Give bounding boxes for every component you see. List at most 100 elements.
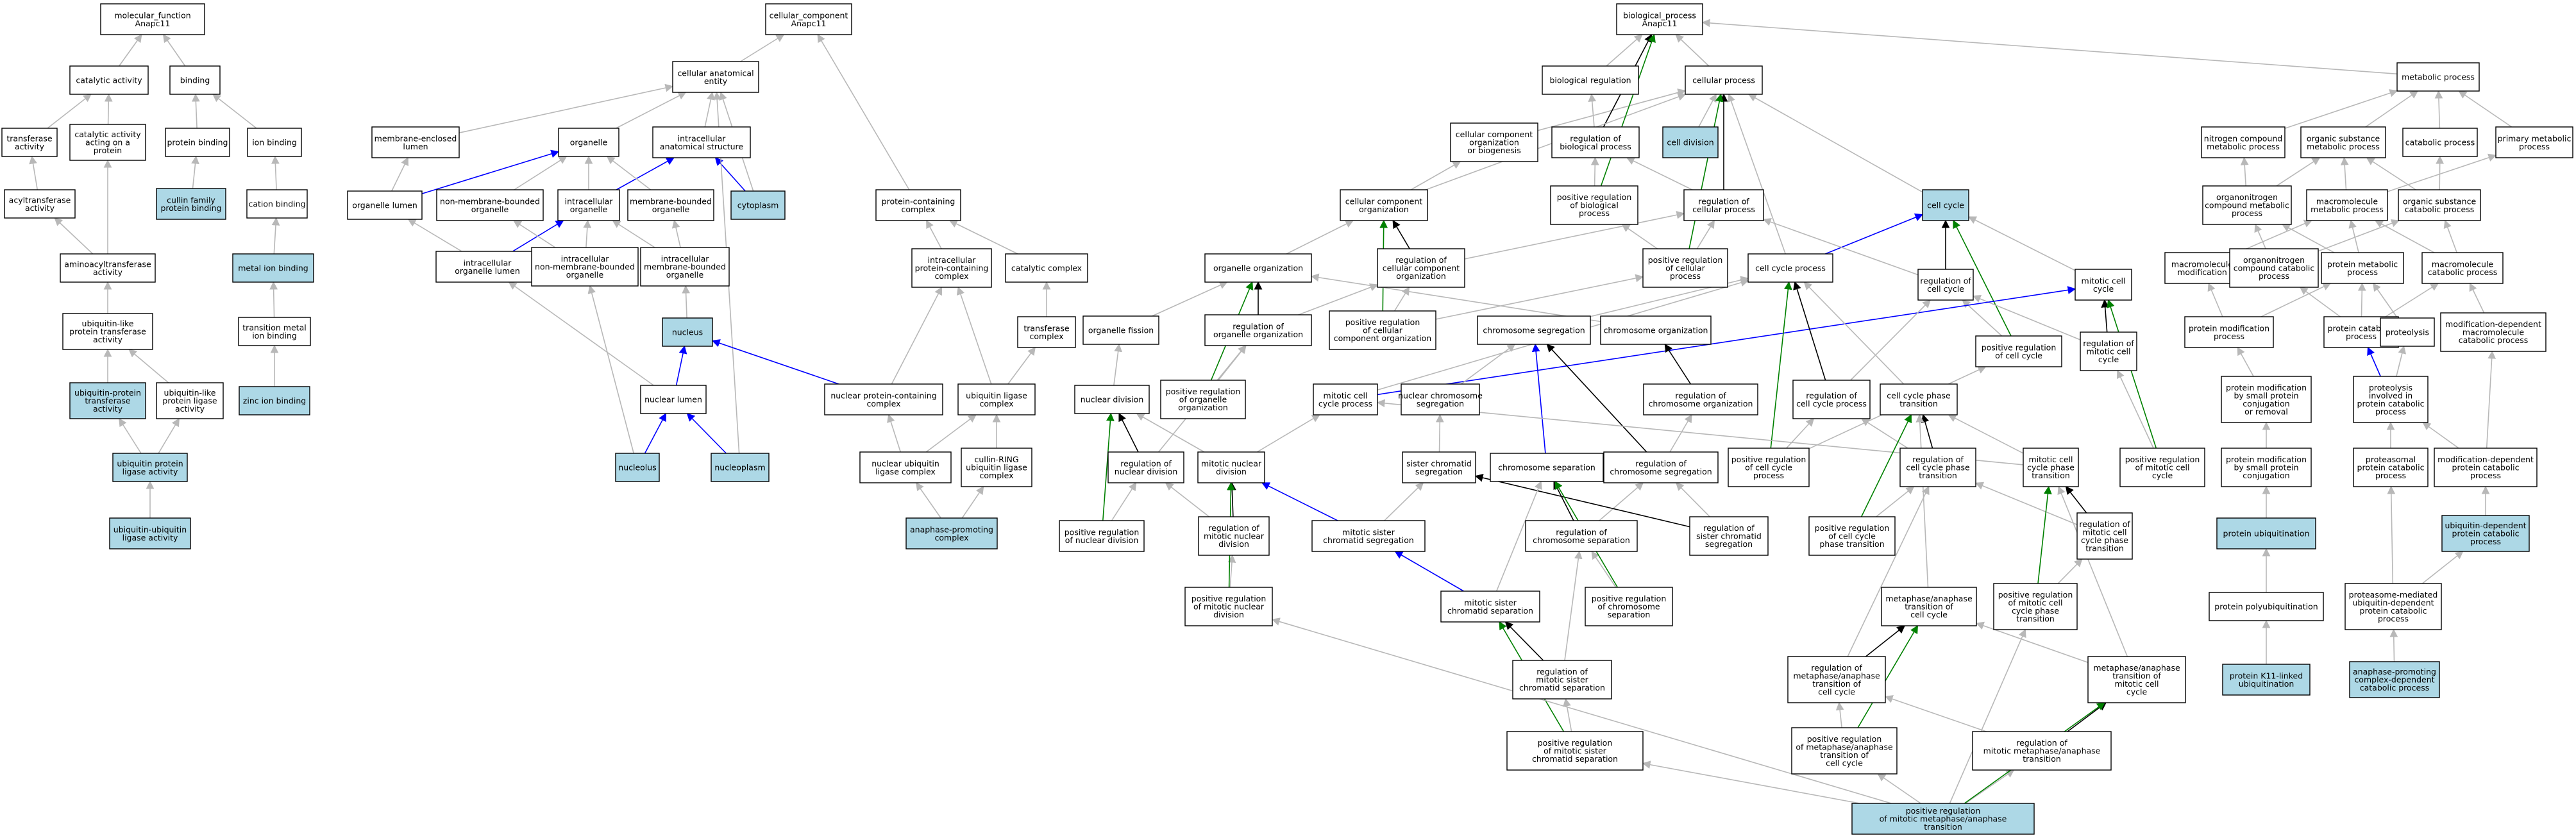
go-term-protein-binding[interactable]: protein binding [165,128,230,157]
go-term-intra-nonmem-org[interactable]: intracellularnon-membrane-boundedorganel… [531,247,639,287]
go-term-org-org[interactable]: organelle organization [1204,253,1312,283]
go-term-nuclear-division[interactable]: nuclear division [1074,385,1150,414]
go-term-bio-reg[interactable]: biological regulation [1542,65,1639,95]
go-term-protein-ubiquitination[interactable]: protein ubiquitination [2216,517,2316,549]
go-term-chrom-org[interactable]: chromosome organization [1600,315,1712,345]
go-term-proteolysis[interactable]: proteolysis [2380,317,2435,347]
go-term-apc-dep-cat[interactable]: anaphase-promotingcomplex-dependentcatab… [2349,661,2440,698]
go-term-chrom-separation[interactable]: chromosome separation [1490,453,1604,482]
go-term-mod-dep-macro-cat[interactable]: modification-dependentmacromoleculecatab… [2440,312,2547,352]
go-term-organelle[interactable]: organelle [558,128,619,157]
go-term-ion-binding[interactable]: ion binding [247,128,302,157]
go-term-nuclear-lumen[interactable]: nuclear lumen [640,385,707,414]
go-term-cellular-process[interactable]: cellular process [1685,65,1763,95]
go-term-catalytic-complex[interactable]: catalytic complex [1005,253,1088,283]
go-term-nucleoplasm[interactable]: nucleoplasm [711,453,770,482]
go-term-zinc[interactable]: zinc ion binding [239,386,310,415]
go-term-organelle-lumen[interactable]: organelle lumen [347,190,423,220]
go-term-cell-division[interactable]: cell division [1662,126,1719,158]
go-term-cation-binding[interactable]: cation binding [246,189,308,219]
go-term-catabolic[interactable]: catabolic process [2402,128,2478,157]
go-term-nucleus[interactable]: nucleus [662,317,713,347]
go-term-metal-ion-binding[interactable]: metal ion binding [232,253,314,283]
go-term-cytoplasm[interactable]: cytoplasm [730,190,786,220]
go-term-chrom-seg[interactable]: chromosome segregation [1477,315,1591,345]
go-term-cell-cycle-process[interactable]: cell cycle process [1747,253,1833,283]
